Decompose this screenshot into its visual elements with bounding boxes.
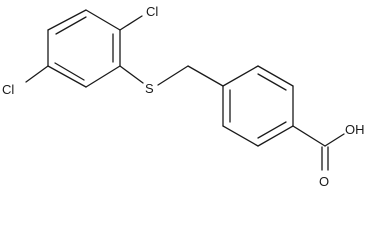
bond-double-inner [257, 73, 287, 91]
structure-diagram: Cl Cl S OH O [2, 4, 365, 189]
atom-label-sulfur: S [145, 81, 154, 96]
bond [47, 9, 87, 31]
bond-ring-to-s [119, 65, 144, 84]
bond-s-to-ch2 [157, 65, 189, 86]
bond [257, 65, 294, 87]
bond [222, 125, 259, 147]
dichlorophenyl-ring [47, 9, 121, 88]
atom-label-cl-top: Cl [146, 4, 158, 19]
bond-ch2-to-ring [187, 65, 224, 87]
bond-double-inner [55, 16, 87, 35]
bond-to-cl-top [119, 15, 143, 31]
bond [257, 125, 294, 147]
bond [85, 9, 121, 31]
bond-carboxyl-to-oh [324, 133, 345, 147]
bond-double-inner [54, 62, 85, 81]
bond-double-inner [257, 121, 287, 139]
molecule-svg: Cl Cl S OH O [2, 4, 365, 189]
atom-label-cl-left: Cl [2, 82, 14, 97]
bond [47, 65, 87, 88]
atom-label-carbonyl-o: O [319, 174, 329, 189]
bond [222, 65, 259, 87]
bond [85, 65, 121, 88]
atom-label-hydroxyl: OH [345, 122, 365, 137]
bond-to-cl-left [25, 65, 49, 83]
bond-ring-to-carboxyl [292, 125, 326, 147]
benzoic-ring [222, 65, 294, 147]
